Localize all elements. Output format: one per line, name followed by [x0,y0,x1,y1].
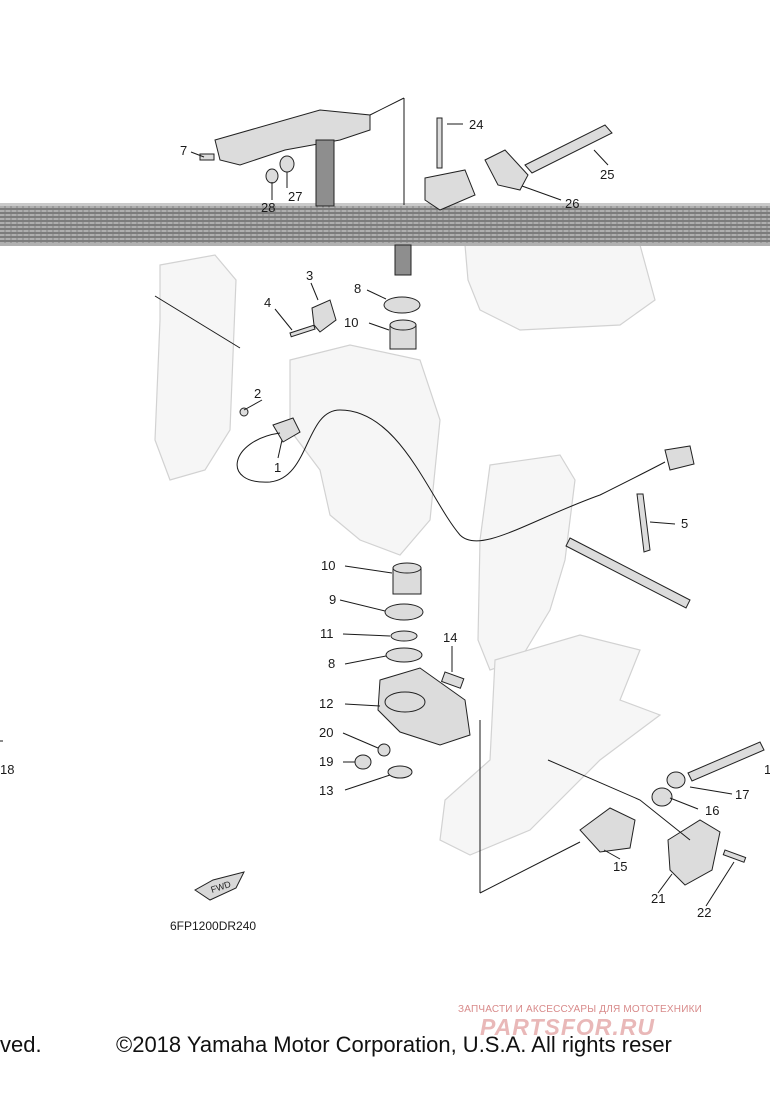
callout-12: 12 [319,696,333,711]
sensor-1 [272,417,301,443]
upper-right-housing [464,244,656,331]
center-parts [236,296,765,886]
ghost-housings [154,244,662,856]
right-swivel-bracket [477,454,576,671]
bolt-17 [687,741,765,782]
steering-shaft-upper [315,139,335,207]
rod-25 [524,124,613,174]
nut-28 [265,168,279,184]
bolt-24 [436,117,443,169]
bracket-12 [377,667,471,746]
callout-5: 5 [681,516,688,531]
callout-14: 14 [443,630,457,645]
callout-16: 16 [705,803,719,818]
washer-18 [666,771,686,789]
callout-2: 2 [254,386,261,401]
bracket-24-assembly [424,169,476,211]
long-rod [565,537,691,609]
callout-8-upper: 8 [354,281,361,296]
center-clamp-bracket [289,344,441,556]
watermark-tagline: ЗАПЧАСТИ И АКСЕССУАРЫ ДЛЯ МОТОТЕХНИКИ [458,1004,703,1015]
lower-steering-housing [439,634,662,856]
callout-3: 3 [306,268,313,283]
callout-28: 28 [261,200,275,215]
callout-13: 13 [319,783,333,798]
plate-14 [440,671,465,689]
steering-shaft-lower [394,244,412,276]
cover-21 [667,819,721,886]
callout-9: 9 [329,592,336,607]
clip-3 [311,299,337,333]
callout-11: 11 [320,626,334,641]
washer-8-lower [385,647,423,663]
top-parts [199,109,613,276]
callout-24: 24 [469,117,483,132]
callout-18: 18 [0,762,14,777]
callout-25: 25 [600,167,614,182]
bolt-4 [289,324,316,338]
screw-22 [722,849,747,863]
cable-tie-5 [636,493,651,553]
sensor-lead-wire [236,409,666,542]
callout-27: 27 [288,189,302,204]
left-swivel-bracket [154,254,237,481]
o-ring-20 [377,743,391,757]
washer-13 [387,765,413,779]
wood-grain-band [0,205,770,245]
gasket-26 [484,149,529,191]
callout-19: 19 [319,754,333,769]
steering-bracket [214,109,371,166]
callout-10-lower: 10 [321,558,335,573]
ring-27 [279,155,295,173]
callout-1: 1 [274,460,281,475]
callout-17: 17 [735,787,749,802]
callout-10-upper: 10 [344,315,358,330]
bushing-15 [579,807,636,853]
callout-4: 4 [264,295,271,310]
connector [664,445,695,471]
washer-16 [651,787,673,807]
callout-labels: 1 2 3 4 5 7 8 8 9 10 10 11 12 13 14 15 1… [0,117,770,920]
screw-2 [239,407,249,417]
callout-8-lower: 8 [328,656,335,671]
callout-21: 21 [651,891,665,906]
fwd-arrow: FWD [194,871,245,901]
ring-11 [390,630,418,642]
watermark-logo: PARTSFOR.RU [480,1014,655,1040]
leader-lines [154,97,735,907]
footer-copyright: ©2018 Yamaha Motor Corporation, U.S.A. A… [116,1032,672,1057]
washer-8-upper [383,296,421,314]
callout-20: 20 [319,725,333,740]
callout-15: 15 [613,859,627,874]
bolt-7 [199,153,215,161]
callout-7: 7 [180,143,187,158]
callout-22: 22 [697,905,711,920]
cap-19 [354,754,372,770]
diagram-code: 6FP1200DR240 [170,919,257,933]
callout-26: 26 [565,196,579,211]
footer-left-fragment: ved. [0,1032,42,1057]
washer-9 [384,603,424,621]
callout-edge-right: 1 [764,762,770,777]
